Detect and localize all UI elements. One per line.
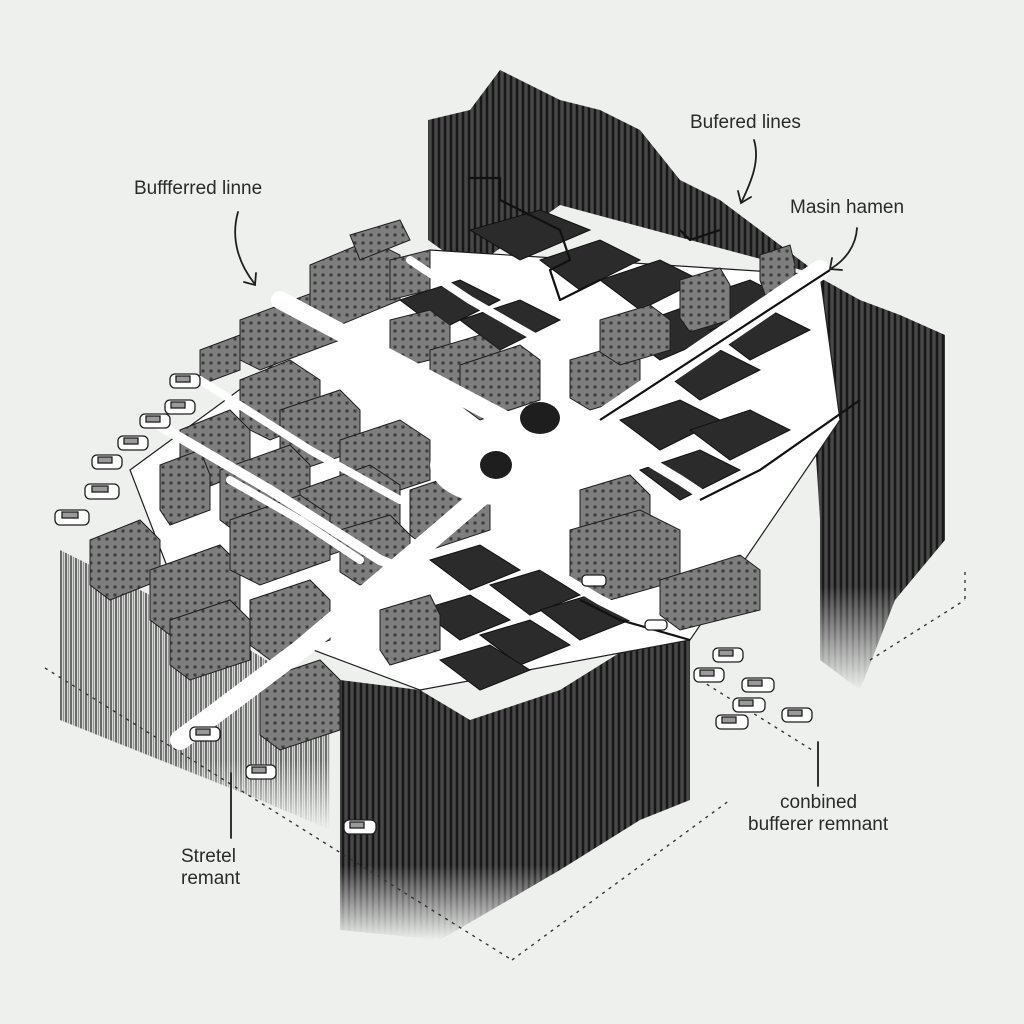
car (169, 373, 201, 389)
arrow-buffered-lines (737, 139, 757, 205)
car (741, 677, 775, 693)
car (781, 707, 813, 723)
annotation-arrows (230, 139, 858, 839)
car (117, 435, 149, 451)
combined-remnant-line-2: bufferer remnant (748, 814, 889, 835)
car (54, 509, 90, 526)
buffered-lines-label: Bufered lines (690, 112, 801, 133)
car (245, 764, 277, 780)
buffered-road-outlines (468, 176, 861, 642)
car (91, 454, 123, 470)
main-hamen-label: Masin hamen (790, 197, 905, 218)
car (84, 483, 120, 500)
car (581, 574, 607, 587)
car (164, 399, 196, 415)
street-remnant-label: Stretel remant (181, 846, 240, 890)
car (712, 647, 744, 663)
central-roundabout (430, 402, 570, 505)
combined-remnant-line-1: conbined (780, 792, 858, 813)
arrow-main-hamen (828, 227, 858, 271)
right-hatched-wall (815, 275, 945, 690)
street-remnant-line-1: Stretel (181, 846, 236, 867)
car (732, 697, 766, 713)
car (343, 819, 377, 835)
street-remnant-line-2: remant (181, 868, 241, 889)
car (715, 714, 749, 730)
dotted-boundary (44, 572, 966, 961)
car (644, 619, 668, 631)
arrow-buffered-line (234, 211, 257, 287)
car (189, 726, 221, 742)
front-hatched-wall (340, 640, 690, 940)
car (693, 667, 725, 683)
buffered-line-label: Buffferred linne (134, 178, 263, 199)
combined-remnant-label: conbined bufferer remnant (748, 792, 888, 836)
parked-cars (54, 373, 813, 835)
car (139, 413, 171, 429)
back-hatched-wall (428, 70, 820, 275)
